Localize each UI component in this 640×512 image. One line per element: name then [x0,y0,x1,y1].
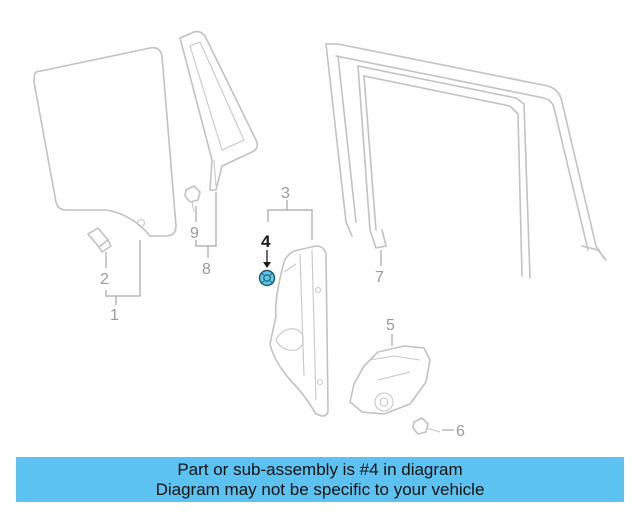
info-banner: Part or sub-assembly is #4 in diagram Di… [16,457,624,502]
callout-7: 7 [375,269,384,286]
window-regulator-part [269,245,329,417]
door-glass-part [33,46,177,237]
window-motor-part [349,345,431,415]
callout-9: 9 [190,225,199,242]
banner-line-1: Part or sub-assembly is #4 in diagram [177,460,463,479]
callout-lines [105,192,454,431]
bolt-part [184,185,201,213]
callout-4: 4 [261,232,271,251]
callout-5: 5 [386,317,395,334]
callout-1: 1 [110,307,119,324]
callout-2: 2 [100,271,109,288]
callout-6: 6 [456,423,465,440]
callout-8: 8 [202,261,211,278]
clip-part-highlighted[interactable] [258,269,276,287]
door-frame-channel-part [325,43,607,279]
banner-line-2: Diagram may not be specific to your vehi… [155,480,485,499]
callout-3: 3 [281,185,290,202]
screw-part [412,417,441,435]
quarter-glass-part [179,30,259,191]
glass-fastener-part [87,227,112,253]
parts-diagram: 1 2 3 4 5 6 7 8 9 [33,30,607,440]
